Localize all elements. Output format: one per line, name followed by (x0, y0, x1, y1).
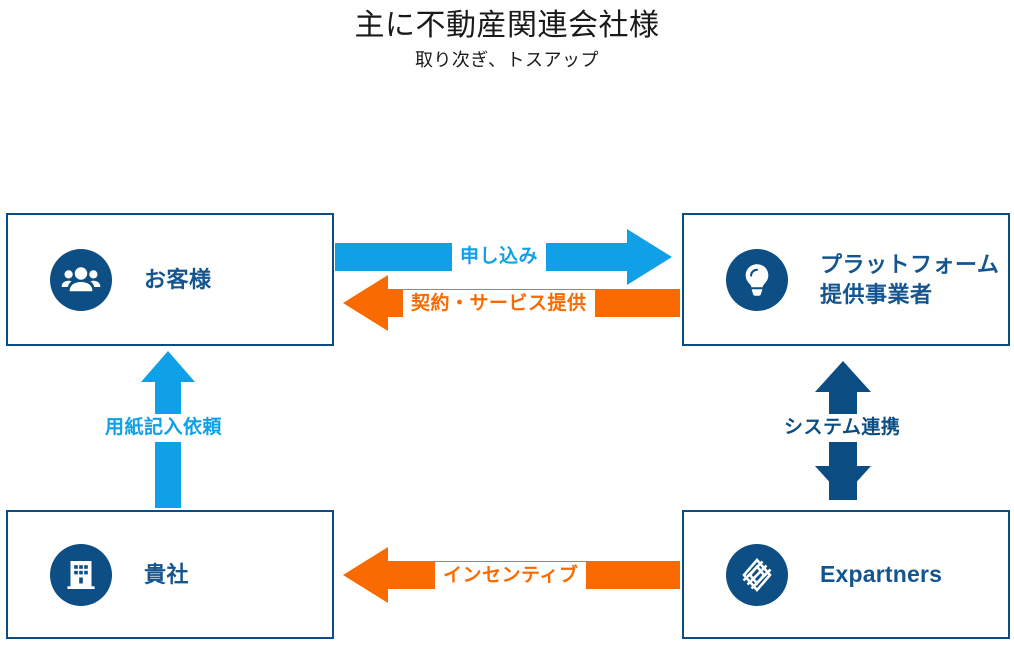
node-label-customer: お客様 (144, 266, 212, 292)
node-label-platform-provider: プラットフォーム 提供事業者 (820, 251, 1000, 307)
node-expartners[interactable]: Expartners (682, 510, 1010, 639)
node-label-expartners: Expartners (820, 560, 943, 587)
expartners-logo-icon (726, 543, 788, 606)
people-icon (50, 248, 112, 311)
page-title: 主に不動産関連会社様 (354, 9, 660, 42)
flow-label-system-link: システム連携 (776, 414, 909, 442)
node-platform-provider[interactable]: プラットフォーム 提供事業者 (682, 213, 1010, 346)
diagram-heading: 主に不動産関連会社様 取り次ぎ、トスアップ (0, 8, 1014, 72)
lightbulb-icon (726, 248, 788, 311)
flow-label-contract: 契約・サービス提供 (403, 290, 595, 318)
building-icon (50, 543, 112, 606)
flow-label-application: 申し込み (452, 243, 547, 271)
node-label-your-company: 貴社 (144, 561, 190, 587)
node-your-company[interactable]: 貴社 (6, 510, 334, 639)
page-subtitle: 取り次ぎ、トスアップ (414, 50, 600, 70)
flow-label-form-request: 用紙記入依頼 (97, 414, 231, 442)
flow-label-incentive: インセンティブ (435, 562, 587, 590)
node-customer[interactable]: お客様 (6, 213, 334, 346)
